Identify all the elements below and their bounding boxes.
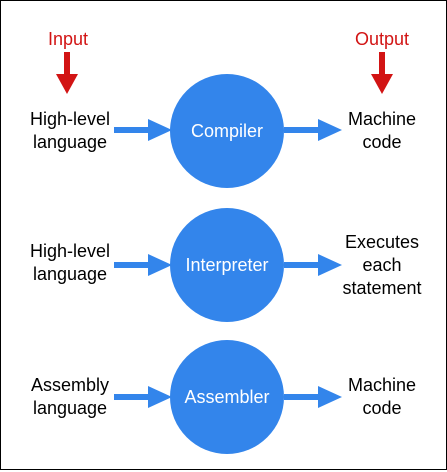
output-down-arrow <box>371 52 393 94</box>
input-down-arrow <box>56 52 78 94</box>
row3-input-arrow <box>114 386 172 408</box>
compiler-node: Compiler <box>170 74 284 188</box>
row1-output-arrow <box>284 119 342 141</box>
row2-output-text: Executes each statement <box>342 232 422 298</box>
output-label: Output <box>354 29 410 49</box>
interpreter-node: Interpreter <box>170 208 284 322</box>
row3-output-arrow <box>284 386 342 408</box>
row2-input-text: High-level language <box>29 241 111 284</box>
input-label: Input <box>47 29 89 49</box>
row1-output-text: Machine code <box>347 109 417 152</box>
row3-output-text: Machine code <box>347 375 417 418</box>
assembler-node: Assembler <box>170 340 284 454</box>
row3-input-text: Assembly language <box>30 375 110 418</box>
row2-output-arrow <box>284 254 342 276</box>
row1-input-arrow <box>114 119 172 141</box>
row2-input-arrow <box>114 254 172 276</box>
row1-input-text: High-level language <box>29 109 111 152</box>
